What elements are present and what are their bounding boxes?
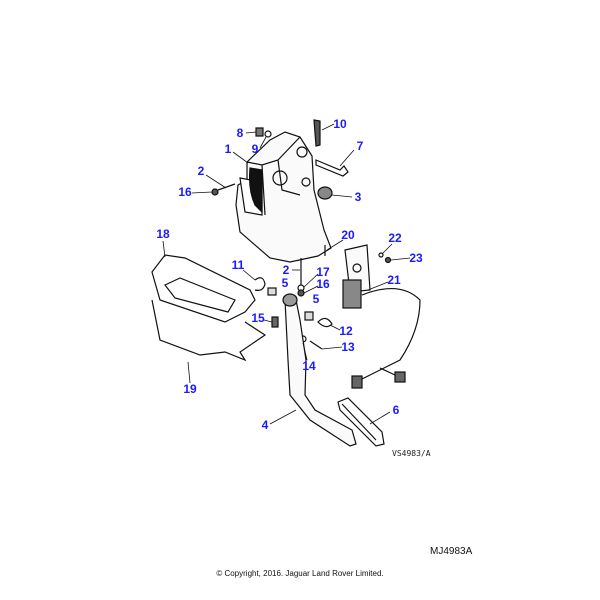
part-7-bolt: [315, 159, 349, 177]
callout-18[interactable]: 18: [156, 227, 170, 241]
callout-20[interactable]: 20: [341, 228, 355, 242]
pedal-pad-6: [337, 397, 385, 447]
wiring-harness: [359, 287, 421, 381]
callout-9[interactable]: 9: [251, 142, 259, 156]
copyright-notice: © Copyright, 2016. Jaguar Land Rover Lim…: [216, 569, 384, 578]
callout-2[interactable]: 2: [197, 164, 205, 178]
part-11-spring: [254, 277, 266, 291]
part-9: [264, 130, 272, 138]
diagram-code: MJ4983A: [430, 546, 473, 557]
callout-19[interactable]: 19: [183, 382, 197, 396]
callout-14[interactable]: 14: [302, 359, 316, 373]
part-3: [317, 186, 333, 200]
part-23: [384, 256, 392, 264]
callout-5-lower[interactable]: 5: [312, 292, 320, 306]
callout-16[interactable]: 16: [178, 185, 192, 199]
part-13-pin: [309, 340, 323, 350]
callout-23[interactable]: 23: [409, 251, 423, 265]
part-12-clip: [317, 317, 333, 328]
part-8: [255, 127, 264, 137]
callout-5[interactable]: 5: [281, 276, 289, 290]
part-15: [271, 316, 279, 328]
callout-10[interactable]: 10: [333, 117, 347, 131]
callout-1[interactable]: 1: [224, 142, 232, 156]
callout-3[interactable]: 3: [354, 190, 362, 204]
callout-15[interactable]: 15: [251, 311, 265, 325]
callout-6[interactable]: 6: [392, 403, 400, 417]
switch-21: [342, 279, 362, 309]
callout-13[interactable]: 13: [341, 340, 355, 354]
callout-21[interactable]: 21: [387, 273, 401, 287]
callout-2-lower[interactable]: 2: [282, 263, 290, 277]
callout-22[interactable]: 22: [388, 231, 402, 245]
callout-7[interactable]: 7: [356, 139, 364, 153]
callout-12[interactable]: 12: [339, 324, 353, 338]
callout-4[interactable]: 4: [261, 418, 269, 432]
callout-8[interactable]: 8: [236, 126, 244, 140]
frame-18: [151, 254, 256, 323]
frame-19: [151, 299, 267, 362]
part-5b: [304, 311, 314, 321]
callout-17[interactable]: 17: [316, 265, 330, 279]
part-16: [211, 188, 219, 196]
callout-16-lower[interactable]: 16: [316, 277, 330, 291]
part-5a: [267, 287, 277, 296]
callout-11[interactable]: 11: [231, 258, 245, 272]
part-2-bolt: [217, 183, 236, 191]
part-22: [378, 252, 384, 258]
part-10: [313, 119, 321, 147]
drawing-reference: VS4983/A: [392, 449, 431, 458]
pedal-arm: [284, 299, 357, 447]
